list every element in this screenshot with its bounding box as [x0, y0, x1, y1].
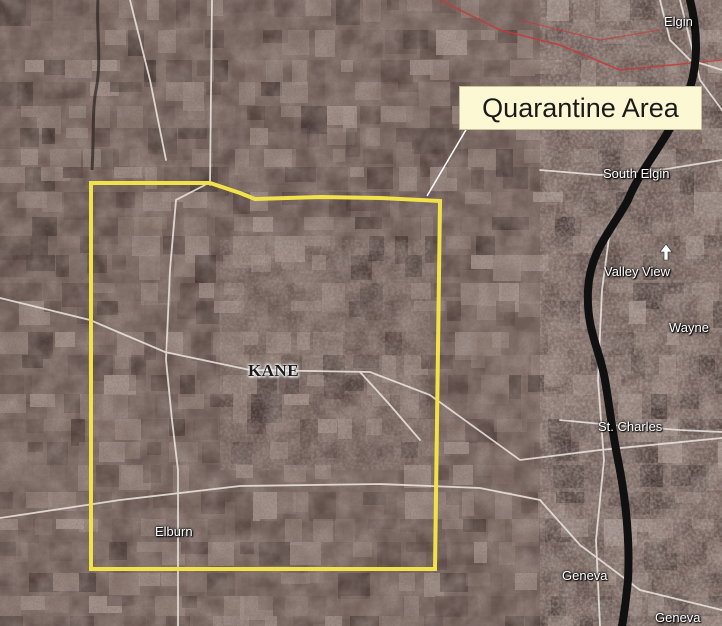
west-stream: [90, 0, 101, 171]
road-elgin: [659, 0, 722, 71]
road-diagonal: [359, 371, 421, 441]
place-label-elburn: Elburn: [155, 524, 193, 539]
county-boundary-line-2: [519, 19, 661, 41]
east-urban-area: [540, 0, 722, 626]
place-label-geneva: Geneva: [562, 568, 608, 583]
road-south-elgin: [539, 159, 722, 176]
road-north-south-west: [165, 184, 206, 626]
place-label-south-elgin: South Elgin: [603, 166, 670, 181]
county-label: KANE: [248, 361, 300, 380]
place-label-wayne: Wayne: [669, 320, 709, 335]
place-label-valley-view: Valley View: [604, 264, 670, 279]
urban-areas: [220, 0, 722, 626]
road-east-west: [0, 297, 722, 461]
place-label-st-charles: St. Charles: [598, 419, 663, 434]
road-north: [209, 0, 213, 186]
callout-pointer: [426, 127, 468, 197]
county-boundary-line: [439, 0, 722, 71]
road-river-east: [595, 229, 611, 626]
place-label-elgin: Elgin: [664, 14, 693, 29]
road-northwest: [129, 0, 167, 161]
quarantine-boundary: [89, 181, 443, 571]
kane-urban-area: [220, 240, 430, 470]
road-south: [0, 483, 722, 611]
arrow-up-icon: [659, 243, 673, 261]
road-elgin-2: [679, 0, 722, 111]
quarantine-area-callout: Quarantine Area: [459, 86, 702, 130]
road-st-charles: [559, 419, 722, 433]
place-label-geneva-2: Geneva: [655, 610, 701, 625]
